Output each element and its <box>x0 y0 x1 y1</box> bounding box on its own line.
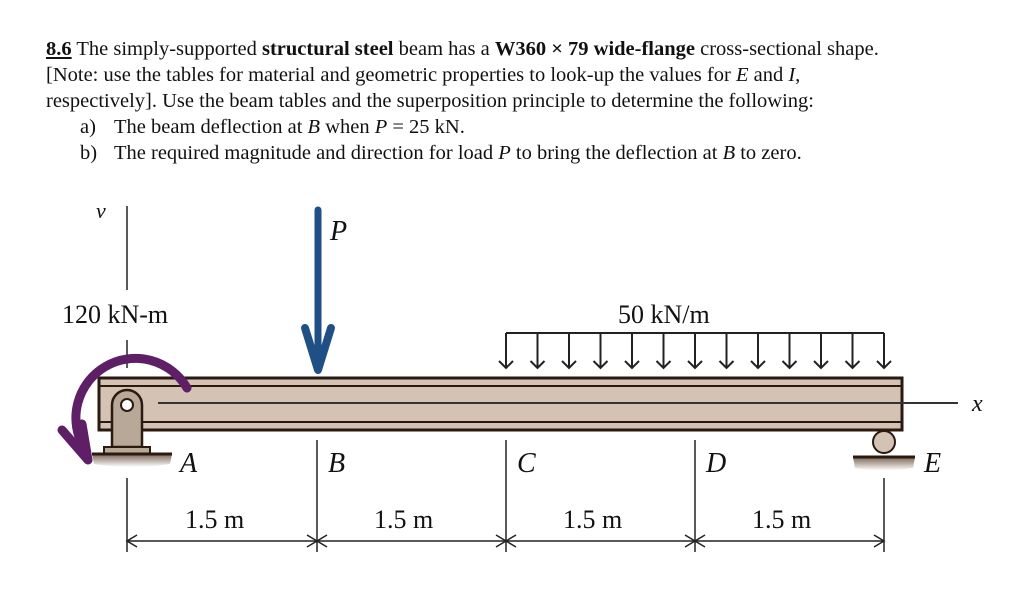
v-axis: v <box>96 198 128 368</box>
point-e-label: E <box>923 448 941 479</box>
roller-support-e <box>853 430 915 471</box>
distributed-load-arrows-icon <box>498 333 892 370</box>
distributed-load: 50 kN/m <box>498 300 892 370</box>
distributed-load-label: 50 kN/m <box>618 300 710 329</box>
point-d-label: D <box>705 448 726 479</box>
span-bc-label: 1.5 m <box>374 505 433 534</box>
moment-label: 120 kN-m <box>62 300 168 329</box>
point-labels: A B C D E <box>178 440 941 479</box>
x-axis: x <box>158 391 983 417</box>
x-axis-label: x <box>971 391 983 417</box>
problem-statement: 8.6 The simply-supported structural stee… <box>46 36 1006 166</box>
part-a: a)The beam deflection at B when P = 25 k… <box>80 116 465 138</box>
point-c-label: C <box>517 448 536 479</box>
pin-support-a <box>92 388 172 467</box>
moment-arrow-icon <box>57 353 192 465</box>
v-axis-label: v <box>96 198 106 223</box>
part-b: b)The required magnitude and direction f… <box>80 142 802 164</box>
problem-line-2: [Note: use the tables for material and g… <box>46 64 801 86</box>
problem-line-3: respectively]. Use the beam tables and t… <box>46 90 814 112</box>
span-de-label: 1.5 m <box>752 505 811 534</box>
point-a-label: A <box>178 448 198 479</box>
dimension-lines <box>125 478 886 552</box>
span-cd-label: 1.5 m <box>563 505 622 534</box>
point-b-label: B <box>328 448 345 479</box>
span-ab-label: 1.5 m <box>185 505 244 534</box>
problem-line-1: 8.6 The simply-supported structural stee… <box>46 38 879 60</box>
point-load-p-arrow-icon: P <box>301 206 347 374</box>
problem-number: 8.6 <box>46 38 72 60</box>
load-p-label: P <box>329 216 347 247</box>
